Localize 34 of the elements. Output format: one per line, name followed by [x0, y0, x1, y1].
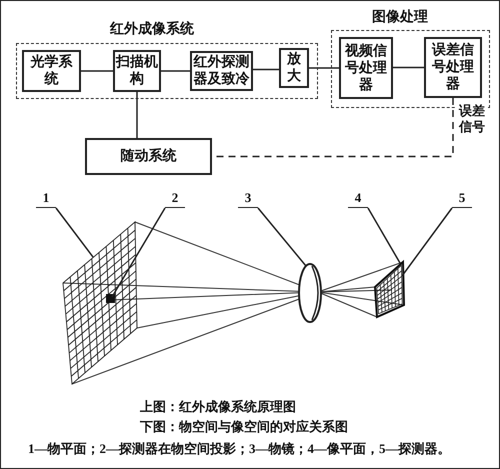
connector-line	[136, 92, 138, 138]
process-box: 视频信号处理器	[339, 37, 393, 99]
connector-line	[161, 70, 190, 72]
caption-text: 下图：物空间与像空间的对应关系图	[140, 418, 348, 436]
group-title: 图像处理	[372, 10, 428, 26]
leader-line	[401, 208, 453, 276]
leader-line	[257, 208, 307, 266]
edge-label: 误差信号	[456, 103, 488, 136]
projection-square	[106, 294, 115, 303]
caption-text: 1—物平面；2—探测器在物空间投影；3—物镜；4—像平面，5—探测器。	[28, 440, 450, 458]
connector-line	[81, 70, 113, 72]
callout-number: 4	[348, 190, 368, 208]
leader-line	[111, 208, 166, 298]
grid-drawing	[376, 264, 403, 314]
callout-number: 5	[452, 190, 472, 208]
process-box: 随动系统	[85, 138, 212, 175]
process-box: 红外探测器及致冷	[190, 51, 253, 91]
process-box: 光学系统	[22, 50, 81, 92]
connector-line	[309, 67, 339, 69]
lens-drawing	[298, 263, 322, 323]
group-title: 红外成像系统	[110, 22, 194, 38]
process-box: 放大	[279, 48, 309, 88]
callout-number: 1	[36, 190, 56, 208]
grid-drawing	[62, 221, 138, 384]
connector-line	[253, 68, 279, 70]
connector-line	[393, 66, 424, 68]
leader-line	[55, 208, 94, 258]
plane-outline	[374, 260, 406, 318]
process-box: 误差信号处理器	[424, 37, 482, 98]
callout-number: 2	[165, 190, 185, 208]
leader-line	[367, 208, 401, 264]
process-box: 扫描机构	[113, 50, 161, 92]
callout-number: 3	[238, 190, 258, 208]
caption-text: 上图：红外成像系统原理图	[140, 398, 296, 416]
